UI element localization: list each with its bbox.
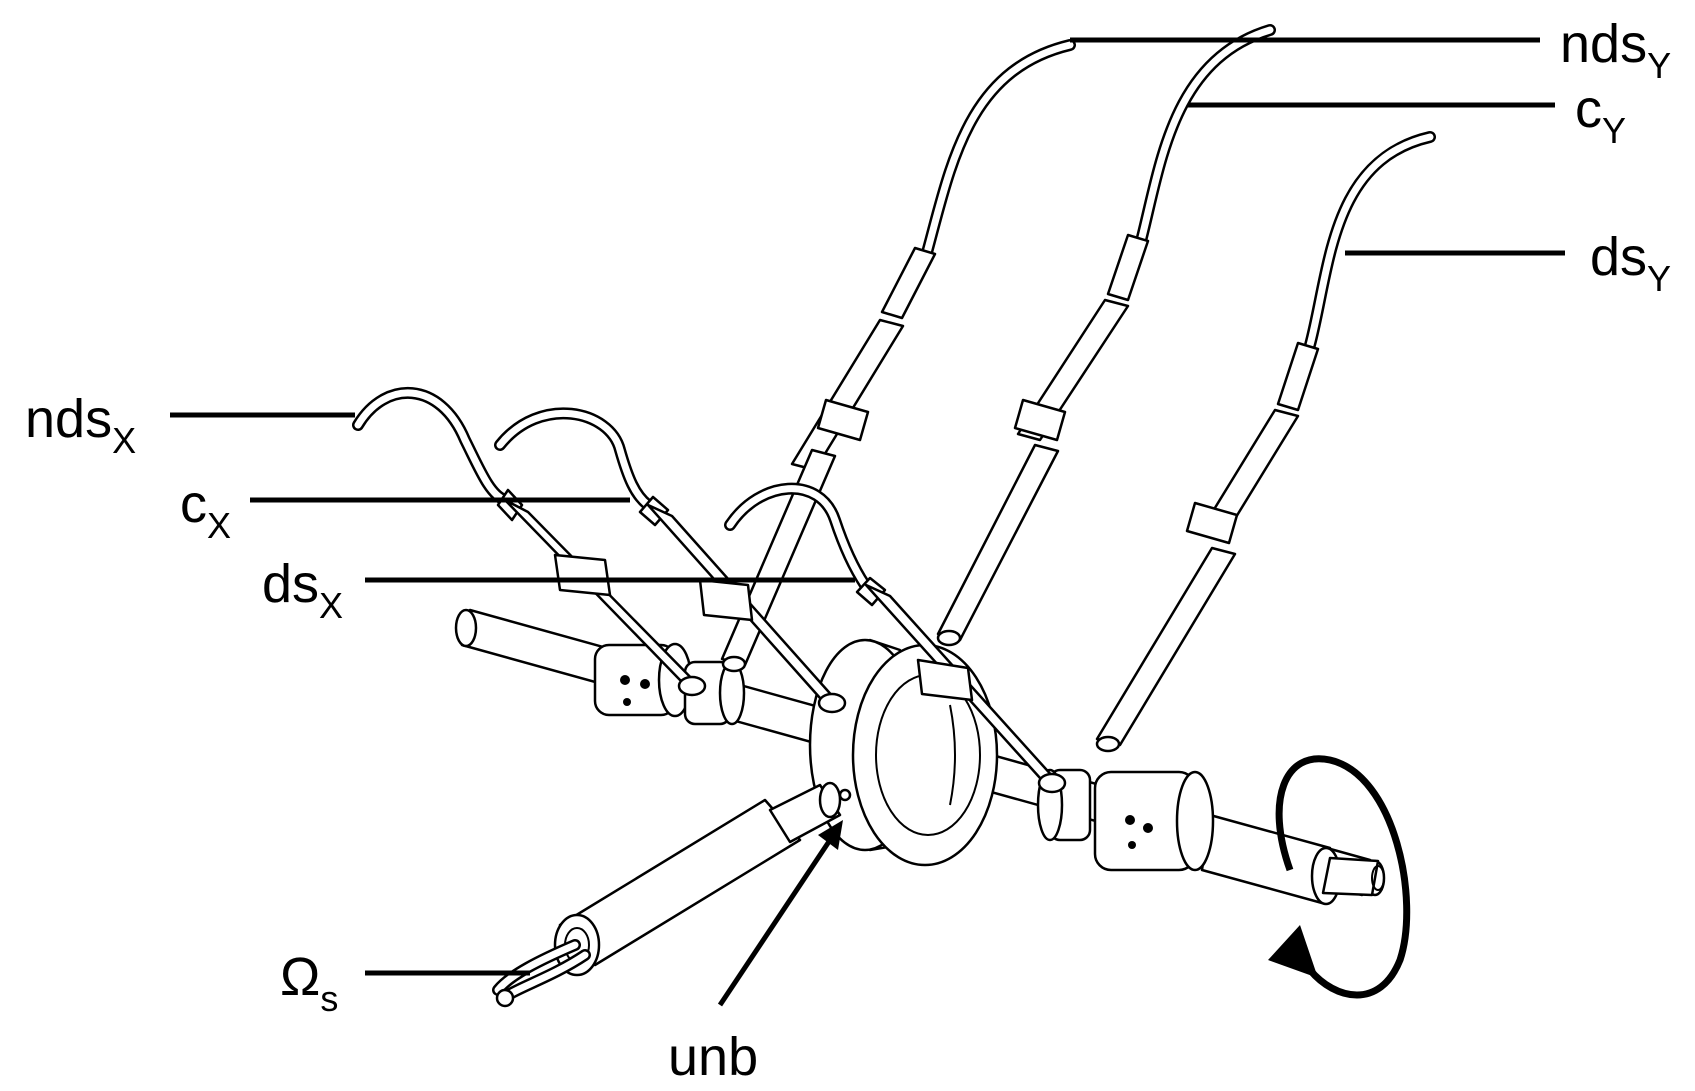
bearing-left — [593, 642, 746, 726]
rotation-direction-arrow — [1268, 755, 1411, 999]
probe-nds-x — [352, 387, 707, 697]
probe-ds-y — [1095, 131, 1436, 753]
probe-c-x — [494, 407, 847, 714]
unb-arrowhead-icon — [818, 820, 843, 850]
probe-c-y — [936, 24, 1276, 647]
leader-lines — [170, 37, 1565, 976]
label-nds-y: ndsY — [1560, 14, 1671, 86]
label-ds-y: dsY — [1590, 227, 1671, 299]
label-omega-s: Ωs — [280, 947, 338, 1019]
label-c-x: cX — [180, 474, 231, 546]
label-nds-x: ndsX — [25, 389, 136, 461]
label-c-y: cY — [1575, 79, 1626, 151]
probe-nds-y — [720, 39, 1076, 673]
speed-sensor — [492, 781, 842, 1008]
rotation-arrowhead-icon — [1268, 925, 1318, 978]
probe-ds-x — [724, 482, 1067, 794]
label-ds-x: dsX — [262, 554, 343, 626]
unb-pointer-arrow — [717, 820, 843, 1007]
label-unb: unb — [668, 1027, 758, 1087]
